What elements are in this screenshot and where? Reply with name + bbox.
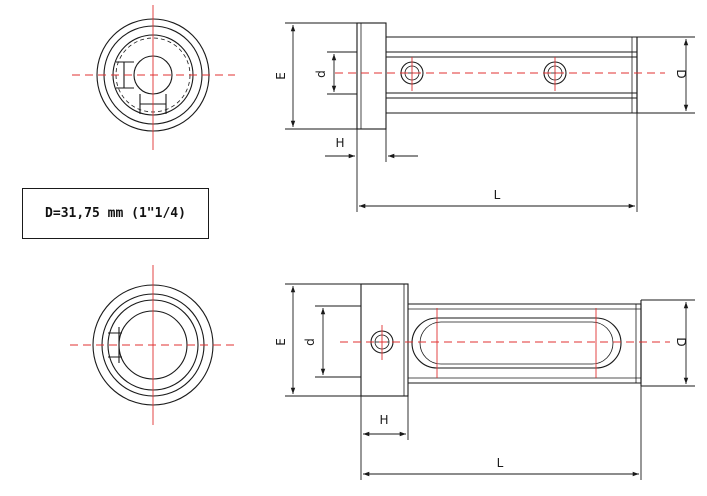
bottom-label-E: E (274, 338, 288, 346)
top-label-L: L (494, 188, 501, 202)
top-label-D: D (674, 69, 688, 78)
top-label-d: d (314, 70, 328, 78)
spec-box: D=31,75 mm (1"1/4) (22, 188, 209, 239)
bottom-end-view (70, 265, 235, 425)
top-label-E: E (274, 72, 288, 80)
spec-text: D=31,75 mm (1"1/4) (45, 206, 186, 221)
top-end-view (72, 5, 235, 150)
bottom-side-view: E d D H L (274, 283, 695, 480)
top-side-view: E d D H L (274, 22, 695, 212)
top-label-H: H (335, 136, 344, 150)
bottom-label-H: H (379, 413, 388, 427)
bottom-label-L: L (497, 456, 504, 470)
bottom-label-d: d (303, 338, 317, 346)
bottom-label-D: D (674, 337, 688, 346)
